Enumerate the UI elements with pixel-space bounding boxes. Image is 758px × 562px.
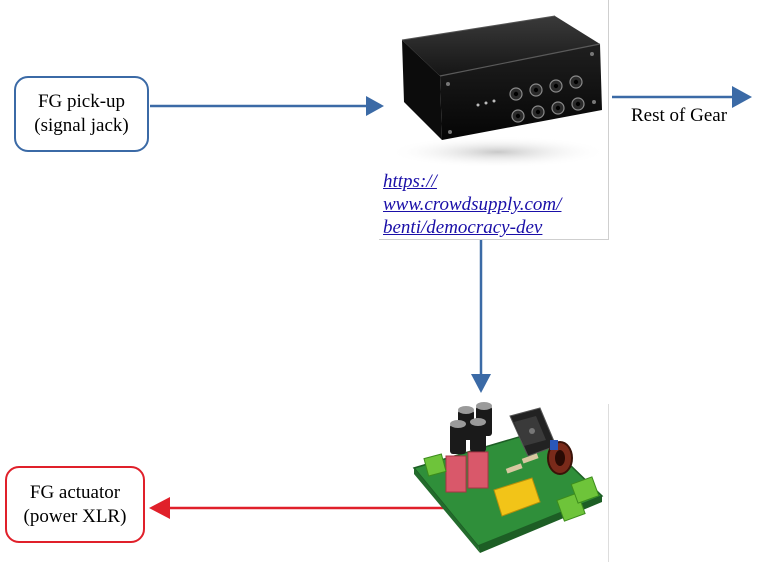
device-link-line-3[interactable]: benti/democracy-dev xyxy=(383,217,543,238)
actuator-label-line-1: FG actuator xyxy=(29,481,121,503)
device-link-line-2[interactable]: www.crowdsupply.com/ xyxy=(383,194,562,215)
actuator-node: FG actuator (power XLR) xyxy=(5,466,145,543)
pickup-label-line-2: (signal jack) xyxy=(34,115,129,136)
arrowhead-device-to-rest xyxy=(732,86,752,108)
arrowhead-device-to-board xyxy=(471,374,491,393)
device-enclosure-image xyxy=(388,15,608,168)
actuator-label-line-2: (power XLR) xyxy=(23,505,127,527)
device-image-frame xyxy=(379,0,609,240)
rest-of-gear-label: Rest of Gear xyxy=(631,105,728,126)
pickup-node: FG pick-up (signal jack) xyxy=(14,76,149,152)
board-image-frame xyxy=(404,404,609,562)
arrowhead-pickup-to-device xyxy=(366,96,384,116)
device-link[interactable]: https:// www.crowdsupply.com/ benti/demo… xyxy=(383,170,605,239)
device-link-line-1[interactable]: https:// xyxy=(383,171,437,192)
arrowhead-board-to-actuator xyxy=(149,497,170,519)
amplifier-board-image xyxy=(412,402,604,553)
pickup-label-line-1: FG pick-up xyxy=(37,91,126,112)
